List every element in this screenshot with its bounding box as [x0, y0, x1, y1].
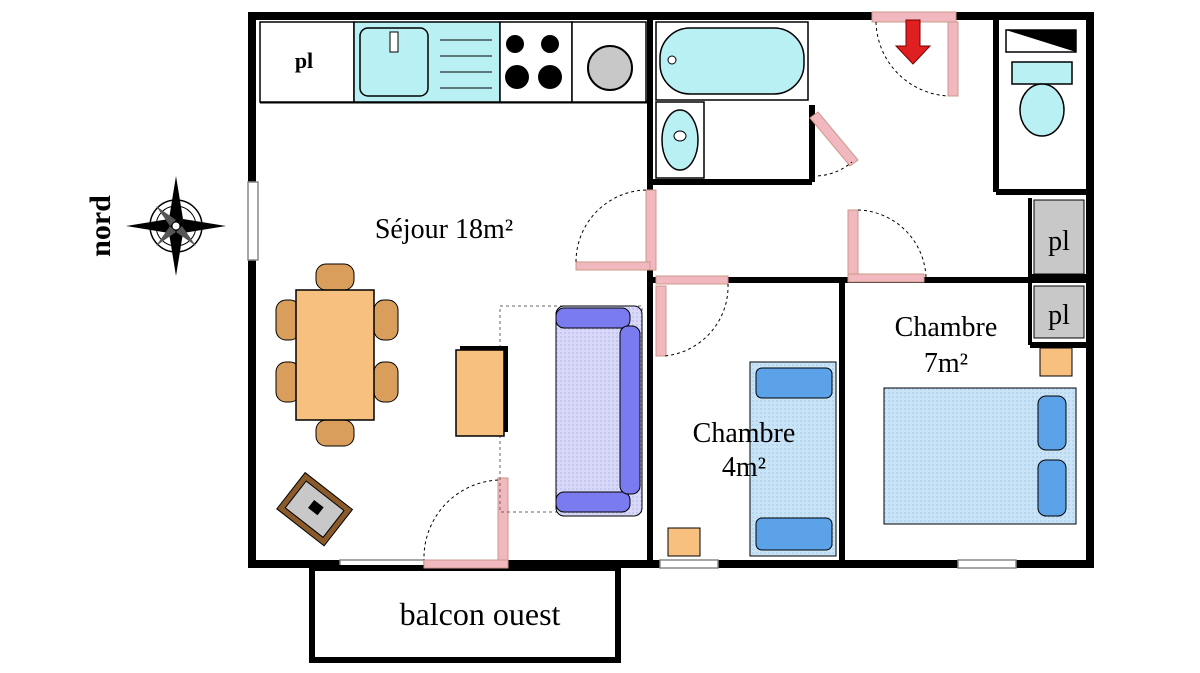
hob-icon: [499, 21, 573, 103]
toilet-icon: [1011, 61, 1073, 85]
dining-table-icon: [275, 263, 399, 447]
closet-label: pl: [1048, 226, 1070, 257]
windows: [247, 181, 1017, 569]
doors: [423, 11, 959, 569]
bedroom-large-name: Chambre: [895, 312, 998, 343]
kitchen-counter: pl: [259, 21, 647, 103]
coffee-table: [455, 346, 508, 437]
entrance-arrow-icon: [894, 19, 932, 65]
bedroom-large-area: 7m²: [924, 348, 968, 379]
wc: [1005, 29, 1077, 137]
closet-label: pl: [1048, 300, 1070, 331]
bed-icon: [883, 387, 1077, 525]
bathroom: [655, 21, 809, 179]
bedroom-small-area: 4m²: [722, 452, 766, 483]
compass-label: nord: [84, 195, 117, 257]
sofa-icon: [555, 305, 643, 517]
hall-closets: pl pl: [1033, 199, 1085, 339]
bathtub-icon: [659, 27, 805, 95]
balcony: balcon ouest: [309, 565, 621, 663]
bed-icon: [749, 361, 837, 557]
living-room-label: Séjour 18m²: [375, 214, 513, 245]
tv-icon: [276, 471, 354, 547]
nightstand: [667, 527, 701, 557]
bedroom-small-name: Chambre: [693, 418, 796, 449]
compass-rose-icon: [126, 176, 226, 276]
nightstand: [1039, 347, 1073, 377]
closet-label: pl: [295, 48, 313, 73]
balcony-label: balcon ouest: [400, 596, 561, 632]
